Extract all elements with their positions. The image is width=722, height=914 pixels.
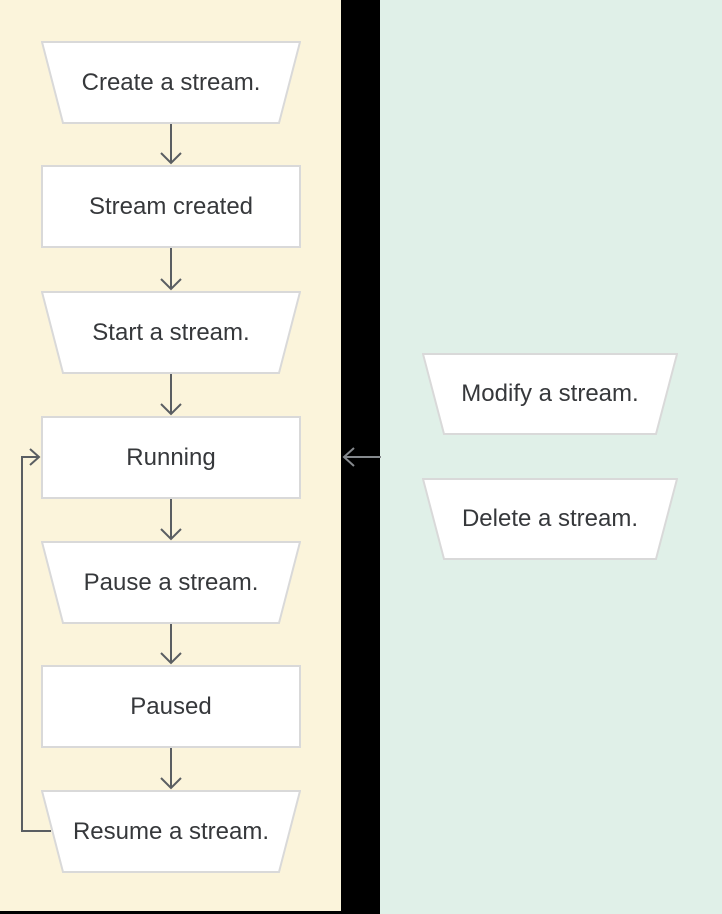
- trapezoid-shape: [422, 353, 678, 435]
- node-label: Stream created: [88, 192, 254, 220]
- gutter-divider: [341, 0, 380, 914]
- trapezoid-shape: [41, 541, 301, 624]
- node-create-a-stream: Create a stream.: [41, 41, 301, 124]
- trapezoid-shape: [422, 478, 678, 560]
- side-actions-panel: [380, 0, 722, 914]
- node-label: Create a stream.: [81, 68, 261, 96]
- node-label: Start a stream.: [92, 318, 250, 346]
- trapezoid-shape: [41, 41, 301, 124]
- node-paused: Paused: [41, 665, 301, 748]
- node-label: Modify a stream.: [461, 380, 639, 407]
- node-label: Resume a stream.: [72, 817, 270, 845]
- node-resume-a-stream: Resume a stream.: [41, 790, 301, 873]
- node-running: Running: [41, 416, 301, 499]
- trapezoid-shape: [41, 291, 301, 374]
- node-delete-a-stream: Delete a stream.: [422, 478, 678, 560]
- node-pause-a-stream: Pause a stream.: [41, 541, 301, 624]
- node-modify-a-stream: Modify a stream.: [422, 353, 678, 435]
- node-label: Paused: [130, 692, 212, 720]
- node-label: Delete a stream.: [461, 505, 639, 532]
- trapezoid-shape: [41, 790, 301, 873]
- node-stream-created: Stream created: [41, 165, 301, 248]
- node-label: Pause a stream.: [83, 568, 259, 596]
- node-label: Running: [126, 443, 216, 471]
- node-start-a-stream: Start a stream.: [41, 291, 301, 374]
